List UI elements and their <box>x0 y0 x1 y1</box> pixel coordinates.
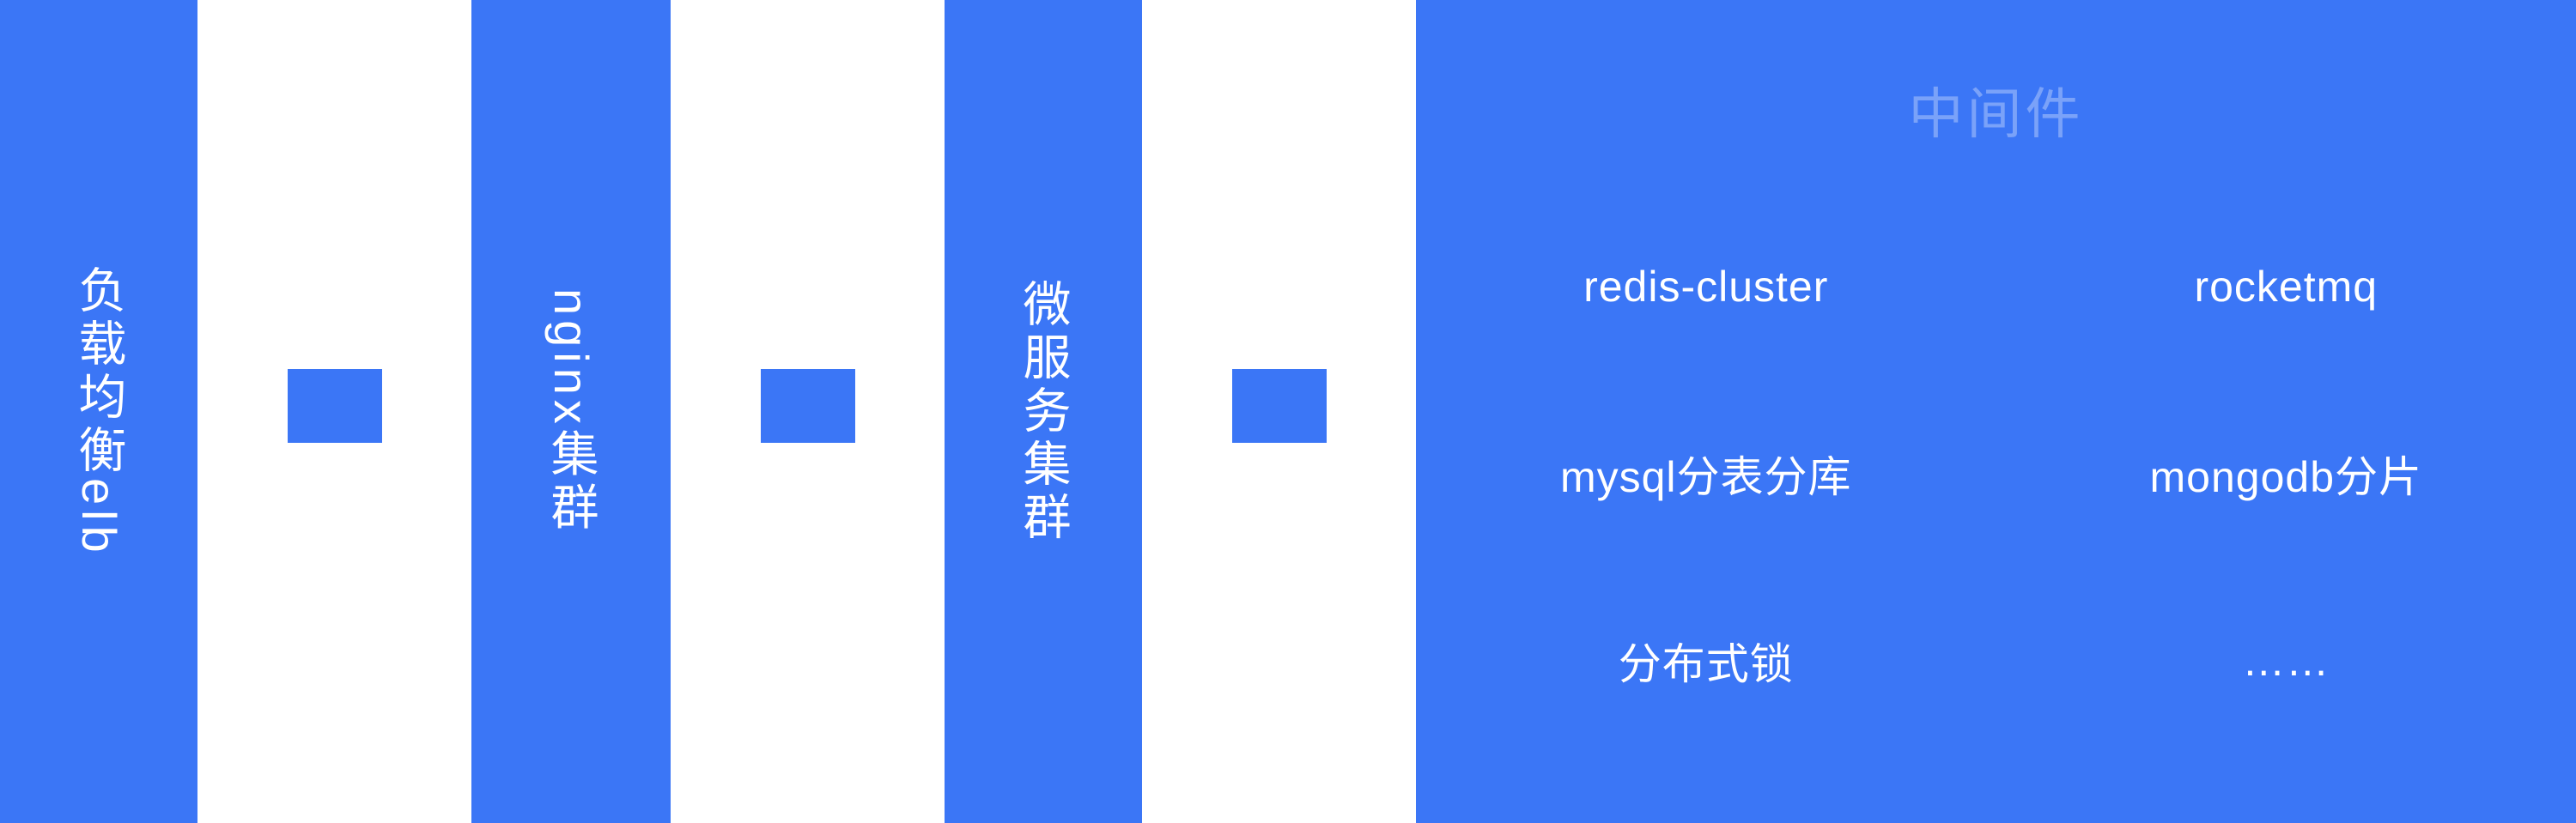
connector-nginx-to-microservice <box>761 369 855 443</box>
node-load-balancer-label: 负载均衡elb <box>72 265 126 558</box>
connector-microservice-to-middleware <box>1232 369 1327 443</box>
middleware-item-redis-cluster: redis-cluster <box>1583 263 1829 311</box>
node-load-balancer-elb: 负载均衡elb <box>0 0 197 823</box>
node-nginx-cluster: nginx集群 <box>471 0 671 823</box>
middleware-items-grid: redis-cluster rocketmq mysql分表分库 mongodb… <box>1416 193 2576 754</box>
middleware-item-distributed-lock: 分布式锁 <box>1618 640 1794 688</box>
middleware-title: 中间件 <box>1908 82 2084 145</box>
middleware-panel: 中间件 redis-cluster rocketmq mysql分表分库 mon… <box>1416 0 2576 823</box>
middleware-item-mysql-sharding: mysql分表分库 <box>1559 453 1852 501</box>
connector-elb-to-nginx <box>288 369 382 443</box>
node-microservice-label: 微服务集群 <box>1017 278 1071 545</box>
node-nginx-label: nginx集群 <box>544 287 598 536</box>
middleware-item-mongodb-sharding: mongodb分片 <box>2149 453 2422 501</box>
middleware-item-ellipsis: …… <box>2242 637 2330 685</box>
node-microservice-cluster: 微服务集群 <box>945 0 1142 823</box>
middleware-item-rocketmq: rocketmq <box>2194 263 2379 311</box>
